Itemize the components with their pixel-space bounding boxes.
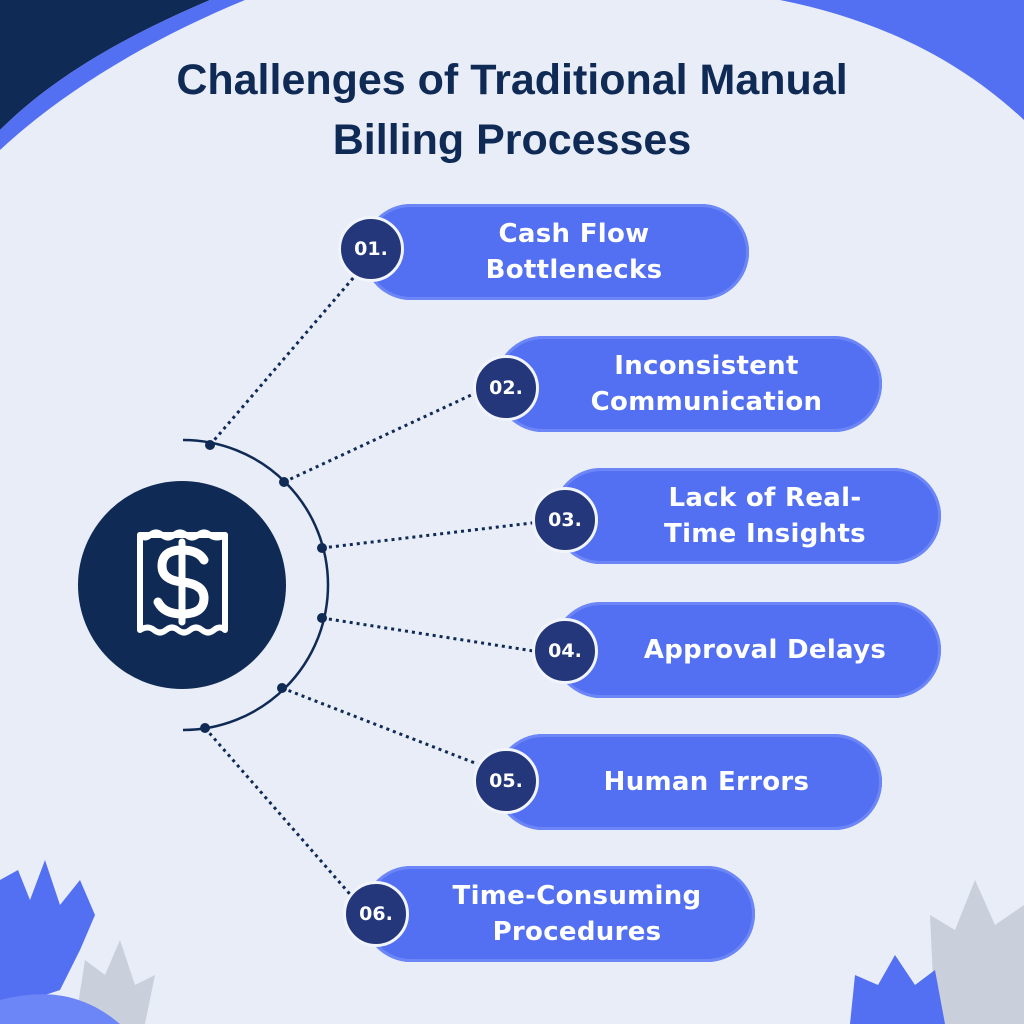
corner-wave-top-right (780, 0, 1024, 120)
challenge-label: Approval Delays (643, 635, 887, 665)
arc-node-4 (317, 613, 327, 623)
challenge-label: Lack of Real- Time Insights (664, 483, 866, 549)
connector-line-5 (281, 686, 481, 767)
challenge-item-6[interactable]: Time-Consuming Procedures (363, 866, 755, 962)
item-number-badge: 06. (343, 881, 409, 947)
item-number-badge: 01. (338, 216, 404, 282)
connector-line-4 (321, 616, 541, 654)
arc-node-1 (205, 440, 215, 450)
arc-node-5 (277, 683, 287, 693)
challenge-item-5[interactable]: Human Errors (495, 734, 882, 830)
item-number-badge: 05. (473, 748, 539, 814)
receipt-dollar-icon (137, 529, 228, 636)
challenge-item-2[interactable]: Inconsistent Communication (495, 336, 882, 432)
challenge-item-1[interactable]: Cash Flow Bottlenecks (363, 204, 749, 300)
leaf-shape-bottom-left (0, 860, 95, 1010)
hub-arc (182, 438, 330, 732)
connector-line-2 (283, 388, 483, 484)
connector-line-3 (321, 520, 541, 550)
challenge-label: Cash Flow Bottlenecks (485, 219, 663, 285)
item-number-badge: 03. (532, 487, 598, 553)
title-line-1: Challenges of Traditional Manual (176, 56, 848, 104)
challenge-label: Human Errors (603, 767, 810, 797)
arc-node-3 (317, 543, 327, 553)
page-title: Challenges of Traditional Manual Billing… (0, 50, 1024, 170)
arc-node-2 (279, 477, 289, 487)
leaf-shape-bottom-left-grey (75, 940, 155, 1024)
arc-node-6 (200, 723, 210, 733)
title-line-2: Billing Processes (332, 116, 692, 164)
challenge-item-3[interactable]: Lack of Real- Time Insights (553, 468, 941, 564)
wave-bottom-left (0, 994, 120, 1024)
leaf-shape-bottom-right (850, 955, 945, 1024)
connector-line-6 (203, 727, 357, 901)
challenge-item-4[interactable]: Approval Delays (553, 602, 941, 698)
challenge-label: Time-Consuming Procedures (452, 881, 702, 947)
corner-wave-top-left (0, 0, 210, 130)
leaf-shape-bottom-right-grey (930, 880, 1024, 1024)
item-number-badge: 04. (532, 618, 598, 684)
challenge-label: Inconsistent Communication (590, 351, 823, 417)
item-number-badge: 02. (473, 355, 539, 421)
connector-line-1 (208, 269, 362, 446)
